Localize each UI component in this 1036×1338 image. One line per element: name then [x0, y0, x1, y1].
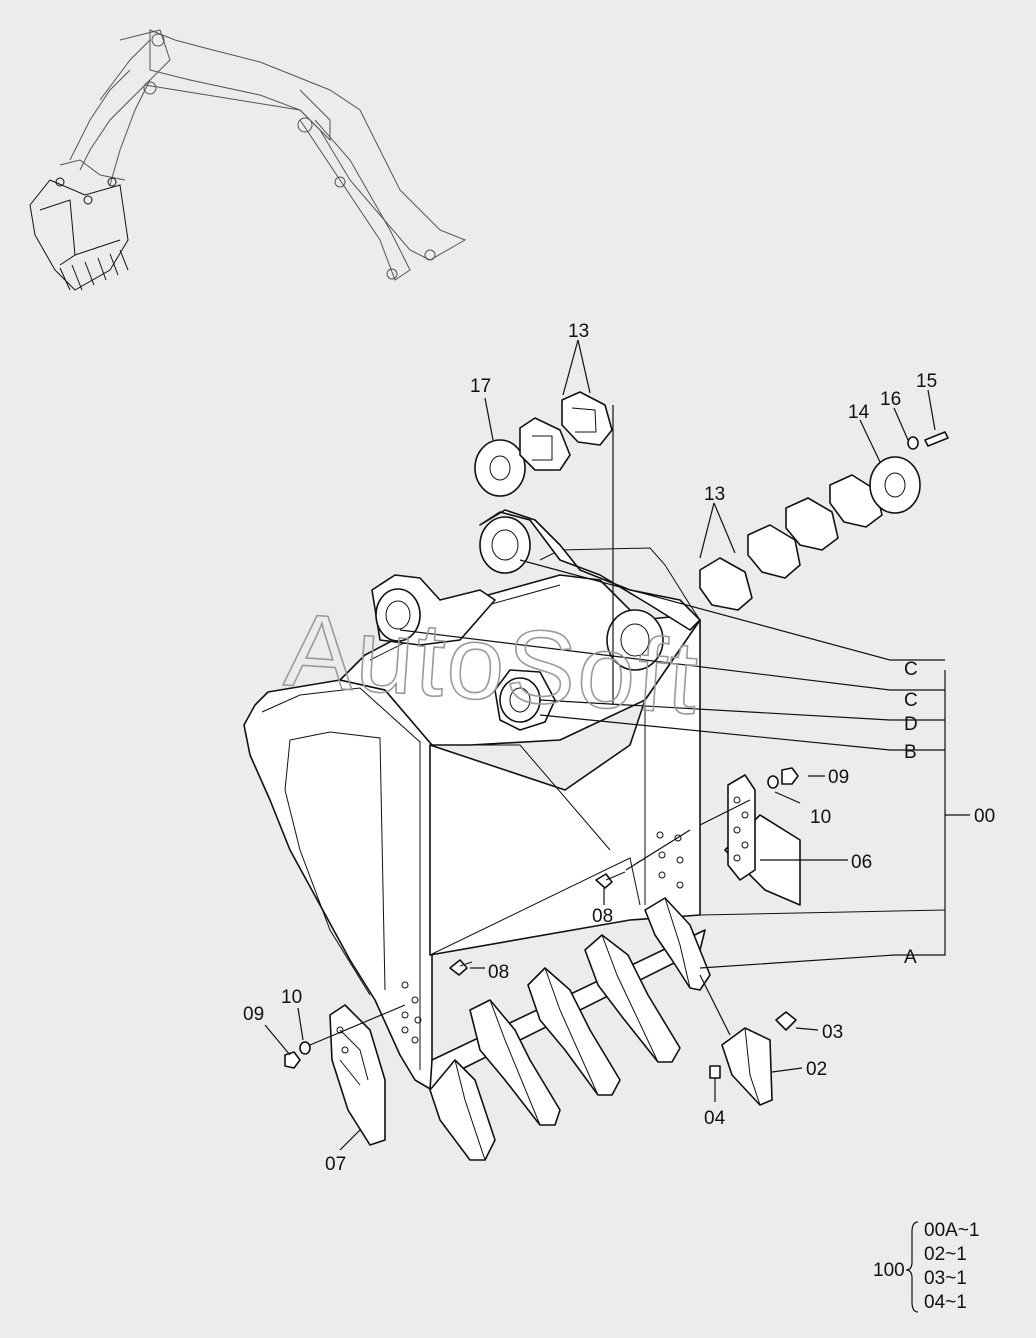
callout-17: 17	[470, 376, 491, 397]
bucket-teeth	[429, 897, 711, 1161]
pin-03	[775, 1011, 797, 1031]
tooth-3	[527, 967, 621, 1096]
washer-16	[907, 436, 919, 450]
kit-item-1: 00A~1	[924, 1220, 979, 1241]
callout-10-right: 10	[810, 807, 831, 828]
callout-04: 04	[704, 1108, 726, 1129]
shims-13-right	[699, 474, 883, 611]
shims-13-upper	[519, 391, 613, 471]
nut-washer-left	[284, 1041, 311, 1069]
left-side-bolt-holes	[401, 981, 422, 1044]
callout-09-right: 09	[828, 767, 849, 788]
callout-c-2: C	[904, 690, 918, 711]
callout-16: 16	[880, 389, 901, 410]
callout-d: D	[904, 714, 918, 735]
callout-c-1: C	[904, 659, 918, 680]
kit-brace	[905, 1221, 919, 1313]
tooth-point-02	[721, 1027, 773, 1106]
bolt-08-lower	[449, 959, 473, 976]
excavator-overview-sketch	[29, 29, 467, 291]
kit-item-3: 03~1	[924, 1268, 967, 1289]
callout-09-left: 09	[243, 1004, 264, 1025]
side-cutter-left	[329, 1004, 386, 1146]
bolt-15	[924, 431, 949, 447]
callout-07: 07	[325, 1154, 346, 1175]
right-side-bolt-holes	[656, 831, 684, 889]
nut-washer-right	[767, 767, 799, 789]
end-plate-14	[869, 456, 921, 514]
tooth-1	[429, 1059, 496, 1161]
bolt-08-upper	[595, 871, 626, 889]
callout-14: 14	[848, 402, 870, 423]
leader-lines	[264, 339, 970, 1151]
callout-08-lower: 08	[488, 962, 509, 983]
shim-plate-17	[474, 439, 526, 497]
callout-a: A	[904, 947, 917, 968]
kit-item-4: 04~1	[924, 1292, 967, 1313]
callout-15: 15	[916, 371, 937, 392]
lock-04	[709, 1065, 721, 1079]
callout-00: 00	[974, 806, 995, 827]
callout-06: 06	[851, 852, 872, 873]
kit-item-2: 02~1	[924, 1244, 967, 1265]
callout-labels: 13 17 13 14 16 15 C C D B 00 A 09 10 06 …	[243, 321, 995, 1175]
kit-number: 100	[873, 1260, 905, 1281]
callout-b: B	[904, 742, 917, 763]
kit-composition: 100 00A~1 02~1 03~1 04~1	[873, 1220, 979, 1313]
callout-13-upper: 13	[568, 321, 589, 342]
callout-10-left: 10	[281, 987, 302, 1008]
callout-08-upper: 08	[592, 906, 613, 927]
callout-02: 02	[806, 1059, 827, 1080]
tooth-4	[584, 934, 681, 1063]
tooth-5	[644, 897, 711, 991]
tooth-2	[469, 999, 561, 1126]
callout-13-right: 13	[704, 484, 725, 505]
callout-03: 03	[822, 1022, 843, 1043]
side-cutter-right	[724, 774, 801, 906]
